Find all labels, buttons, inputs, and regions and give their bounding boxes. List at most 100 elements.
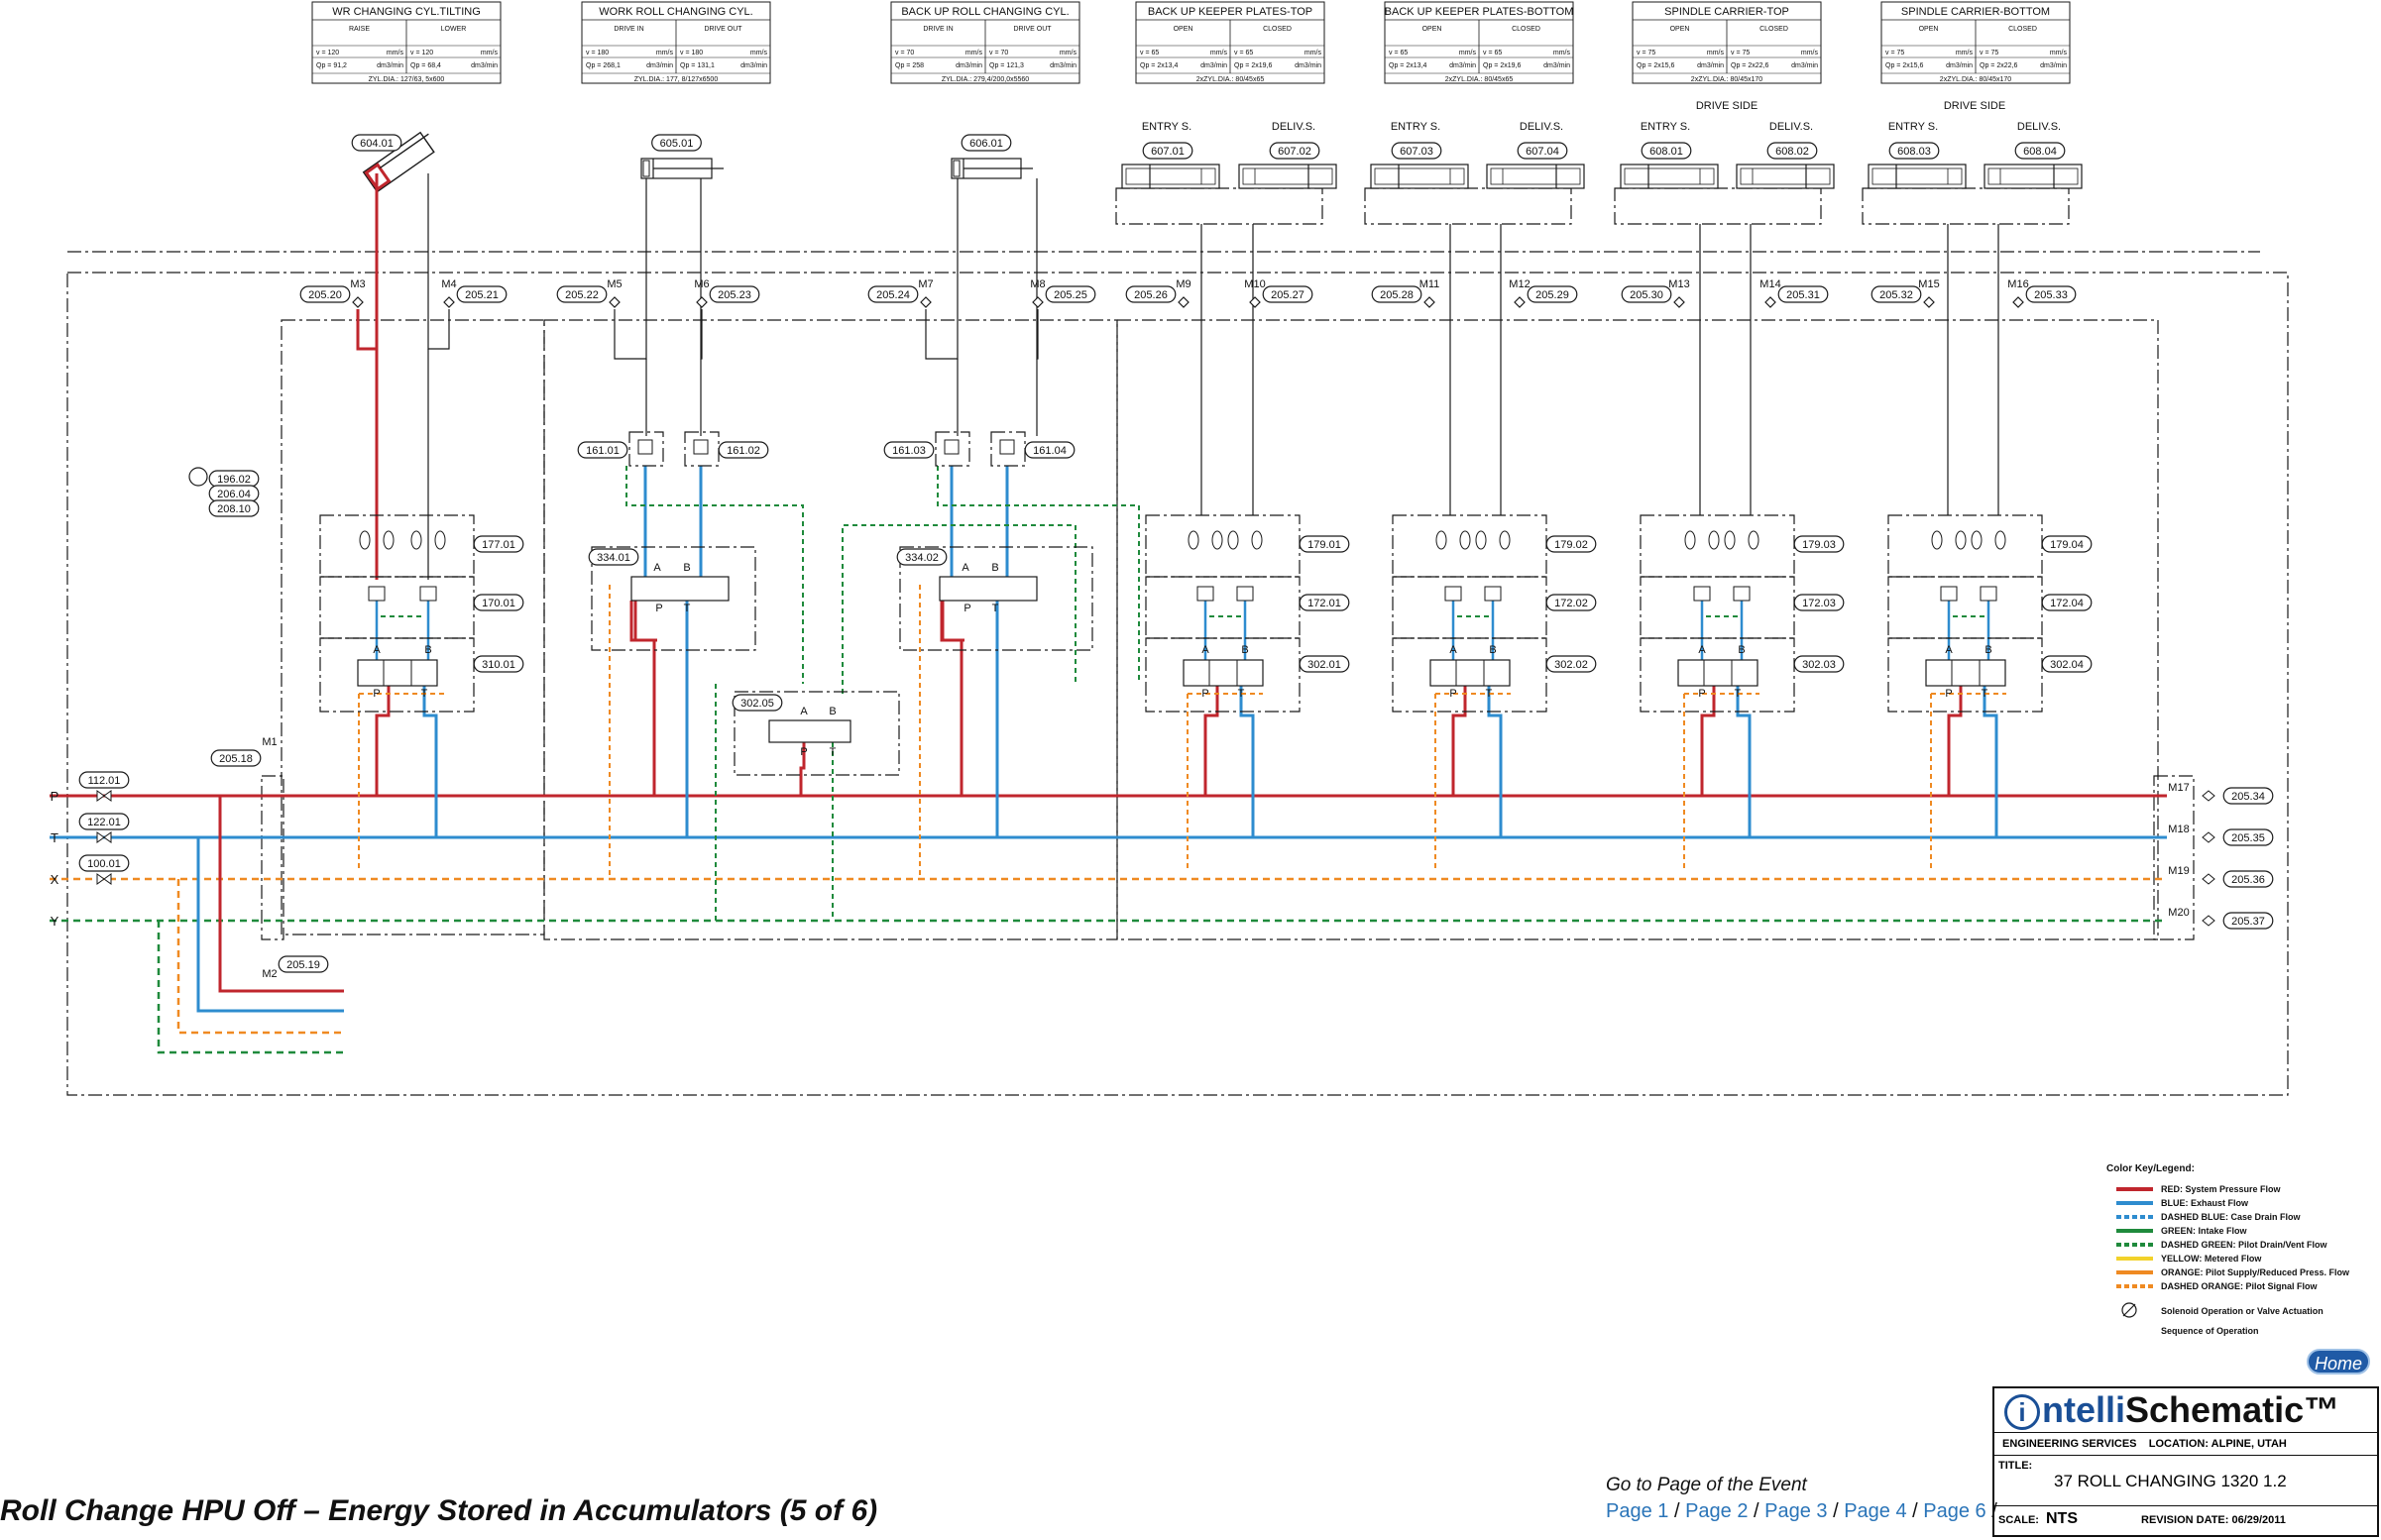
valve-stack-5-throttle-1 bbox=[1971, 530, 1983, 550]
valve-stack-2-throttle-b-1 bbox=[1251, 530, 1263, 550]
valve-stack-3-port-t: T bbox=[1486, 688, 1493, 700]
keeper-box-1 bbox=[1115, 187, 1323, 225]
eng-services: ENGINEERING SERVICES bbox=[2002, 1438, 2137, 1450]
valve-stack-2-dir-body bbox=[1183, 659, 1264, 687]
tag-161-04-bubble bbox=[1024, 441, 1076, 459]
valve-stack-4-throttle-1 bbox=[1724, 530, 1736, 550]
header-box-5-v-right: v = 65 bbox=[1483, 50, 1502, 56]
tag-205-30-text: 205.30 bbox=[1630, 289, 1663, 301]
valve-stack-2-throttle-0 bbox=[1188, 530, 1199, 550]
tag-100-01-text: 100.01 bbox=[87, 858, 121, 870]
solenoid-label: Solenoid Operation or Valve Actuation bbox=[2161, 1306, 2324, 1316]
tag-607-04-text: 607.04 bbox=[1526, 146, 1559, 158]
valve-stack-4-check-0 bbox=[1693, 586, 1711, 602]
cyl-inner bbox=[1125, 167, 1216, 185]
tag-205-36-bubble bbox=[2222, 870, 2274, 888]
cylinder-607-03 bbox=[1370, 164, 1469, 189]
tag-205-33-text: 205.33 bbox=[2034, 289, 2068, 301]
cylinder-608-04 bbox=[1984, 164, 2083, 189]
tag-205-37-bubble bbox=[2222, 912, 2274, 930]
aux-green bbox=[842, 524, 1077, 694]
sequence-label: Sequence of Operation bbox=[2161, 1326, 2259, 1336]
tag-205-31-text: 205.31 bbox=[1786, 289, 1820, 301]
header-box-7-note: 2xZYL.DIA.: 80/45x170 bbox=[1940, 76, 2011, 83]
header-box-3-qp-left: Qp = 258 bbox=[895, 62, 924, 69]
section-box-2 bbox=[543, 319, 1118, 940]
tag-605-01-bubble bbox=[651, 134, 702, 152]
valve-stack-2-port-b: B bbox=[1241, 644, 1248, 656]
page-link-3[interactable]: Page 3 bbox=[1764, 1500, 1828, 1522]
valve-stack-3-port-a: A bbox=[1449, 644, 1457, 656]
tag-177-01-bubble bbox=[473, 535, 524, 553]
valve-stack-3-check-box bbox=[1392, 576, 1547, 639]
tag-607-01-text: 607.01 bbox=[1151, 146, 1185, 158]
tag-aux-valve-text: 302.05 bbox=[740, 698, 774, 710]
tag-606-01-bubble bbox=[961, 134, 1012, 152]
stack-t-0 bbox=[422, 686, 438, 837]
tag-205-34-text: 205.34 bbox=[2231, 791, 2265, 803]
color-legend: Color Key/Legend:RED: System Pressure Fl… bbox=[2106, 1163, 2350, 1336]
tag-179-02-bubble bbox=[1545, 535, 1597, 553]
tag-170-01-bubble bbox=[473, 594, 524, 611]
valve-stack-1-check-0 bbox=[368, 586, 386, 602]
tag-179-04-bubble bbox=[2041, 535, 2093, 553]
prop-port-a: A bbox=[962, 562, 969, 574]
tag-161-03-text: 161.03 bbox=[892, 445, 926, 457]
tag-205-28-text: 205.28 bbox=[1380, 289, 1414, 301]
page-link-2[interactable]: Page 2 bbox=[1685, 1500, 1749, 1522]
tag-172-04-bubble bbox=[2041, 594, 2093, 611]
cyl-left-1 bbox=[925, 178, 959, 360]
cylinders bbox=[362, 131, 2083, 193]
tag-205-24-text: 205.24 bbox=[876, 289, 910, 301]
header-box-7-qp-unit-left: dm3/min bbox=[1946, 62, 1973, 69]
cylinder-608-03 bbox=[1868, 164, 1967, 189]
cyl-inner bbox=[1242, 167, 1333, 185]
valve-stack-1-directional-box bbox=[319, 637, 475, 713]
header-box-6-qp-unit-left: dm3/min bbox=[1697, 62, 1724, 69]
tag-607-04-bubble bbox=[1517, 142, 1568, 160]
stack-p-1 bbox=[1203, 686, 1219, 796]
page-title: Roll Change HPU Off – Energy Stored in A… bbox=[0, 1494, 878, 1527]
header-box-3-note: ZYL.DIA.: 279,4/200,0x5560 bbox=[942, 76, 1029, 83]
prop-valve-body-334-02 bbox=[939, 576, 1038, 602]
valve-stack-4-throttle-b-0 bbox=[1708, 530, 1720, 550]
home-button[interactable]: Home bbox=[2307, 1349, 2370, 1375]
page-link-1[interactable]: Page 1 bbox=[1606, 1500, 1669, 1522]
header-box-3-title: BACK UP ROLL CHANGING CYL. bbox=[901, 6, 1069, 18]
tilt-black bbox=[427, 173, 450, 350]
gauge-port-M4 bbox=[443, 296, 455, 308]
cyl-inner bbox=[1987, 167, 2079, 185]
tag-205-22-bubble bbox=[556, 285, 608, 303]
tag-205-35-bubble bbox=[2222, 828, 2274, 846]
header-box-2-title: WORK ROLL CHANGING CYL. bbox=[599, 6, 752, 18]
valve-stack-5-check-1 bbox=[1980, 586, 1997, 602]
valve-stack-2-check-0 bbox=[1196, 586, 1214, 602]
header-box-1-left-label: RAISE bbox=[349, 26, 370, 33]
tag-302-03-text: 302.03 bbox=[1802, 659, 1836, 671]
tag-m2-bubble bbox=[278, 955, 329, 973]
aux-port-b: B bbox=[829, 706, 836, 717]
left-port-box bbox=[261, 775, 284, 940]
company-row: ENGINEERING SERVICES LOCATION: ALPINE, U… bbox=[1994, 1433, 2377, 1456]
valve-stack-2-check-box bbox=[1145, 576, 1301, 639]
section-box-3 bbox=[1116, 319, 2159, 940]
gauge-port-M15 bbox=[1923, 296, 1935, 308]
header-box-5-title: BACK UP KEEPER PLATES-BOTTOM bbox=[1385, 6, 1574, 18]
header-box-3-v-left: v = 70 bbox=[895, 50, 914, 56]
page-link-6[interactable]: Page 6 bbox=[1923, 1500, 1986, 1522]
page-link-4[interactable]: Page 4 bbox=[1844, 1500, 1907, 1522]
aux-valve-box bbox=[734, 691, 900, 776]
tag-205-28-bubble bbox=[1371, 285, 1422, 303]
left-component-100-01 bbox=[96, 873, 112, 885]
right-port-M20 bbox=[2202, 915, 2215, 927]
tag-334-02-bubble bbox=[896, 548, 948, 566]
tag-196-02-text: 196.02 bbox=[217, 474, 251, 486]
header-box-3-qp-unit-left: dm3/min bbox=[956, 62, 982, 69]
header-box-1-v-left: v = 120 bbox=[316, 50, 339, 56]
tag-m1-text: 205.18 bbox=[219, 753, 253, 765]
